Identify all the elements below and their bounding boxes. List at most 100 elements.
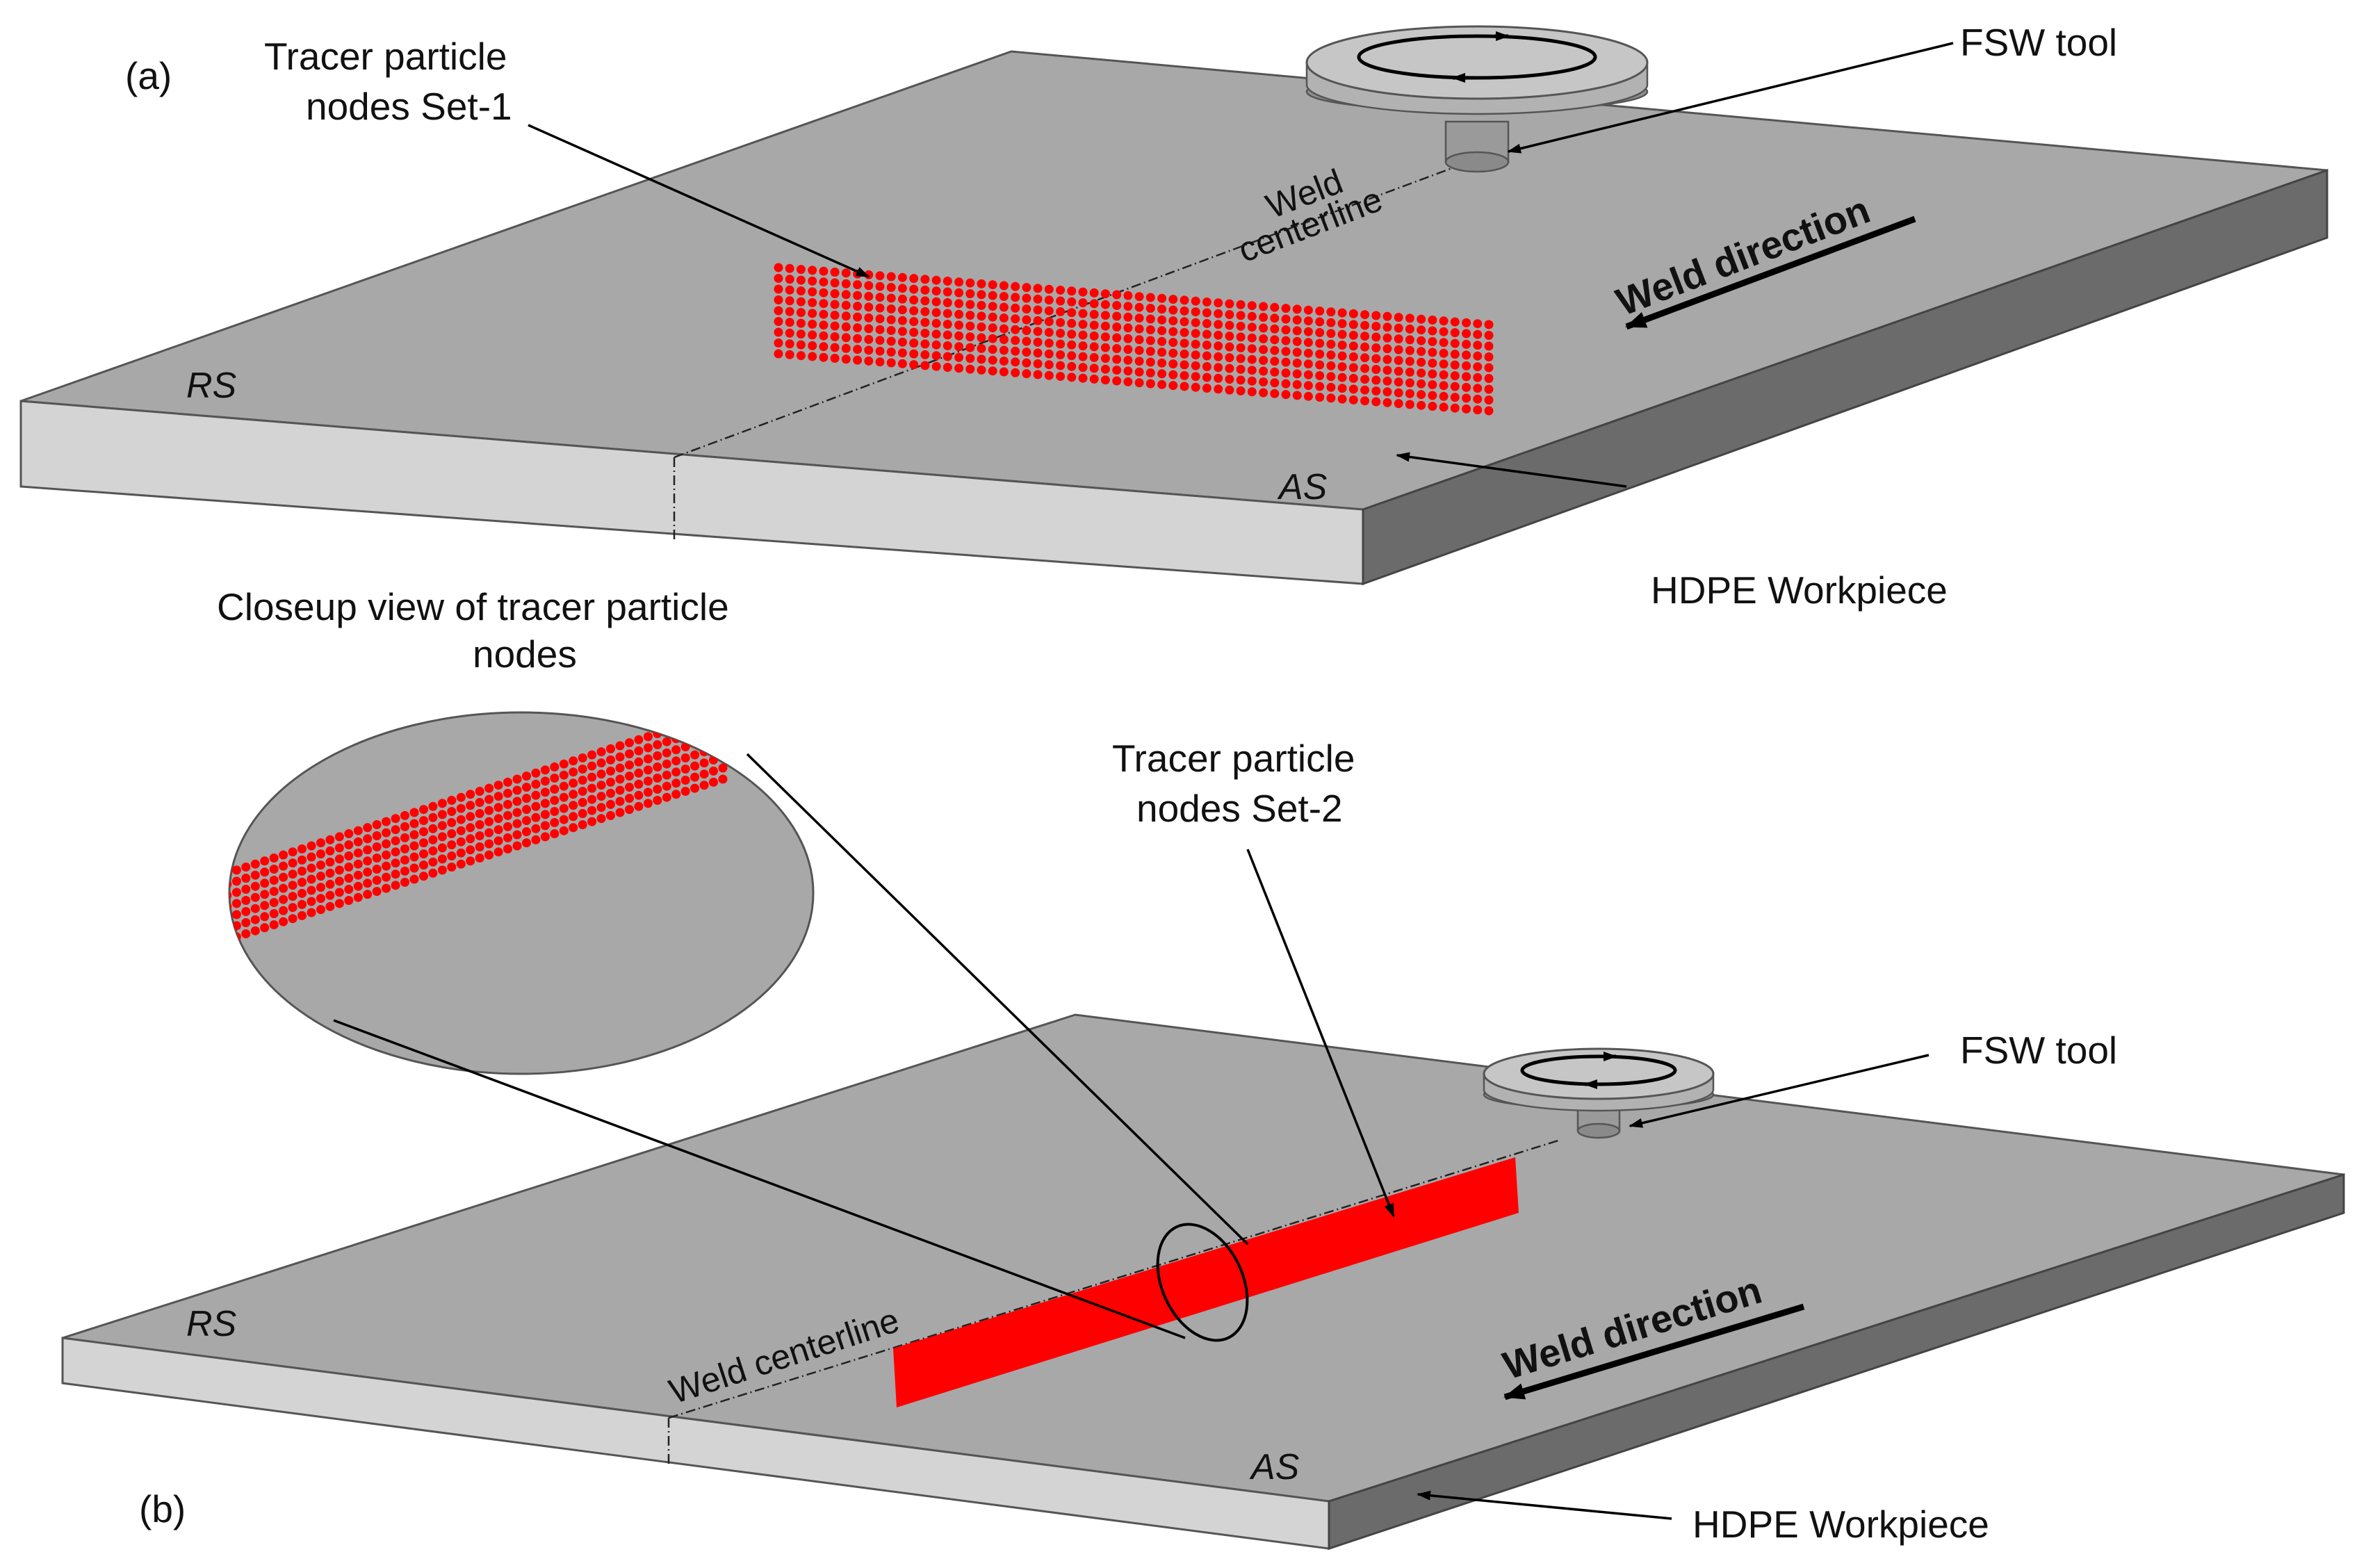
tracer-node xyxy=(213,916,222,925)
tracer-node xyxy=(886,358,896,368)
tracer-node xyxy=(625,805,634,815)
tracer-node xyxy=(1259,313,1268,322)
tracer-node xyxy=(484,783,494,793)
tracer-node xyxy=(316,849,325,859)
tracer-node xyxy=(1202,384,1211,393)
tracer-node xyxy=(1270,313,1280,323)
tracer-node xyxy=(578,798,587,807)
tracer-node xyxy=(550,807,560,816)
tracer-node xyxy=(1450,350,1460,359)
tracer-node xyxy=(1348,352,1358,361)
tracer-node xyxy=(785,263,794,273)
tool-b-leader xyxy=(1629,1054,1929,1128)
tracer-node xyxy=(419,838,428,848)
tracer-node xyxy=(1326,372,1336,382)
tracer-node xyxy=(920,296,930,306)
tracer-node xyxy=(662,726,671,735)
tracer-node xyxy=(1191,318,1200,327)
tracer-node xyxy=(1145,379,1155,389)
tool-a-leader xyxy=(1507,42,1954,154)
tracer-node xyxy=(1417,347,1426,357)
tracer-node xyxy=(977,290,986,300)
tracer-node xyxy=(1337,351,1347,361)
tracer-node xyxy=(808,319,817,329)
tracer-node xyxy=(1462,318,1471,327)
tracer-node xyxy=(819,288,829,297)
tracer-node xyxy=(1157,369,1167,379)
tracer-node xyxy=(864,345,874,355)
tracer-node xyxy=(718,730,728,740)
tracer-node xyxy=(988,291,997,300)
tracer-node xyxy=(1270,367,1280,377)
tracer-node xyxy=(988,302,997,311)
tracer-node xyxy=(653,762,662,771)
plate-side-face xyxy=(1328,1173,2345,1551)
tracer-node xyxy=(1078,330,1088,340)
tracer-node xyxy=(316,905,325,915)
tracer-node xyxy=(1360,364,1370,373)
tracer-node xyxy=(1236,311,1246,320)
tracer-node xyxy=(1428,359,1437,368)
tracer-node xyxy=(269,887,279,896)
tracer-node xyxy=(1123,323,1133,333)
tracer-node xyxy=(409,863,419,873)
tracer-node xyxy=(625,760,634,770)
tracer-node xyxy=(325,901,335,911)
tracer-node xyxy=(353,848,363,858)
tracer-node xyxy=(897,359,907,368)
tracer-node xyxy=(920,318,930,327)
tracer-node xyxy=(1134,302,1144,312)
tracer-node xyxy=(1417,325,1426,335)
tracer-node xyxy=(1112,311,1122,321)
tracer-node xyxy=(830,300,840,309)
tracer-node xyxy=(653,751,662,760)
zoom-line-upper xyxy=(746,753,1249,1246)
tracer-node xyxy=(456,815,466,824)
tracer-node xyxy=(1417,357,1426,367)
tracer-node xyxy=(841,300,851,310)
tracer-node xyxy=(569,790,578,799)
tracer-node xyxy=(297,877,307,887)
tracer-node xyxy=(316,838,325,848)
tracer-node xyxy=(334,888,344,897)
tracer-node xyxy=(988,323,997,333)
closeup-view xyxy=(204,711,815,1075)
tracer-node xyxy=(1056,361,1066,370)
tracer-node xyxy=(1348,395,1358,405)
tracer-node xyxy=(316,894,325,904)
tracer-node xyxy=(634,757,644,767)
tracer-node xyxy=(1473,384,1483,393)
tracer-node xyxy=(1303,381,1313,391)
tracer-node xyxy=(447,840,457,849)
tracer-node xyxy=(1123,345,1133,354)
tracer-node xyxy=(260,856,270,866)
tracer-node xyxy=(1292,379,1302,389)
tracer-node xyxy=(1236,332,1246,342)
tracer-node xyxy=(522,827,531,837)
tracer-node xyxy=(853,312,863,322)
tracer-node xyxy=(559,781,569,791)
tracer-node xyxy=(808,330,817,340)
tracer-node xyxy=(540,810,550,819)
tracer-node xyxy=(1100,343,1110,352)
tracer-node xyxy=(353,892,363,902)
tracer-node xyxy=(1348,373,1358,383)
tracer-node xyxy=(680,720,690,729)
tracer-node xyxy=(475,787,484,796)
tracer-node xyxy=(1303,391,1313,401)
tracer-node xyxy=(409,808,419,817)
tracer-node xyxy=(1259,323,1268,333)
tracer-node xyxy=(615,763,625,773)
tracer-node xyxy=(559,770,569,780)
tracer-node xyxy=(819,266,829,276)
tracer-node xyxy=(204,897,213,906)
tracer-node xyxy=(475,854,484,863)
tracer-node xyxy=(1270,389,1280,398)
tracer-node xyxy=(596,792,606,801)
tracer-node xyxy=(662,792,671,802)
tracer-node xyxy=(466,845,475,855)
tracer-node xyxy=(988,355,997,365)
tracer-node xyxy=(1270,335,1280,345)
tracer-node xyxy=(1180,370,1189,380)
tracer-node xyxy=(864,291,874,301)
